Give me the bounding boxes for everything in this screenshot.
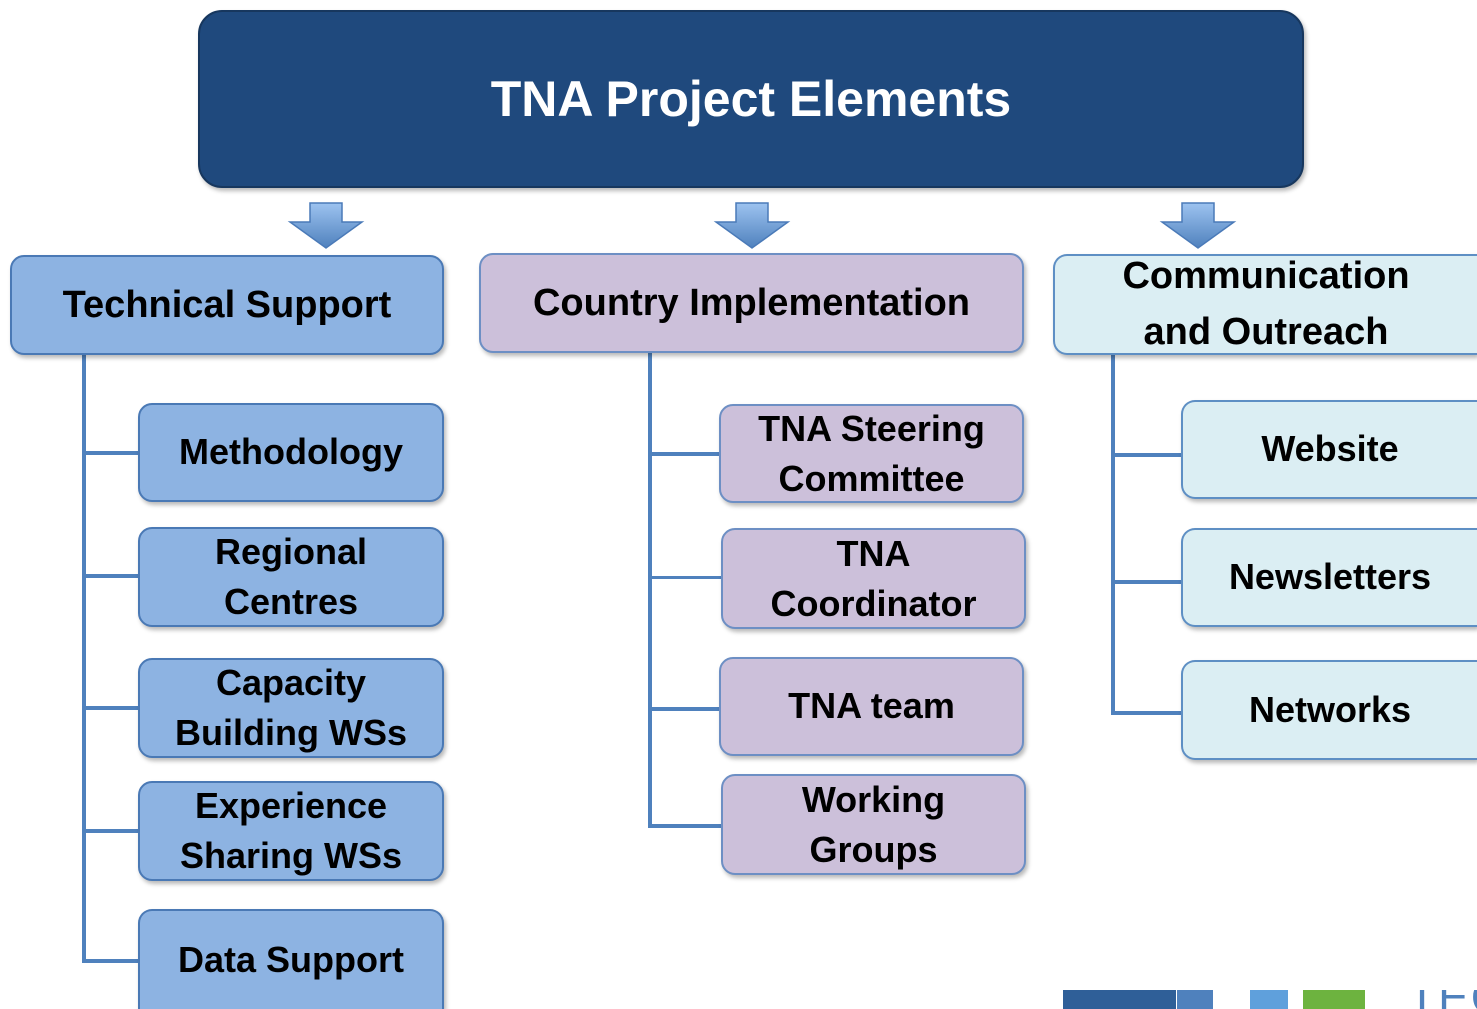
communication-outreach-label-line2: and Outreach bbox=[1143, 310, 1389, 353]
technical-branch-2 bbox=[82, 574, 140, 578]
tna-coordinator-line1: TNA bbox=[836, 532, 911, 574]
communication-outreach-label-line1: Communication bbox=[1122, 255, 1410, 298]
experience-sharing-line2: Sharing WSs bbox=[179, 835, 403, 876]
diagram-title-text: TNA Project Elements bbox=[490, 71, 1012, 127]
regional-centres-line1: Regional bbox=[214, 531, 367, 573]
capacity-building-box: Capacity Building WSs bbox=[138, 658, 444, 758]
logo-text: TEC bbox=[1408, 990, 1477, 1009]
working-groups-line1: Working bbox=[801, 778, 946, 820]
networks-label: Networks bbox=[1248, 688, 1412, 730]
working-groups-box: Working Groups bbox=[721, 774, 1026, 875]
experience-sharing-box: Experience Sharing WSs bbox=[138, 781, 444, 881]
working-groups-line2: Groups bbox=[809, 828, 938, 870]
technical-branch-4 bbox=[82, 829, 140, 833]
experience-sharing-line1: Experience bbox=[194, 785, 388, 827]
country-branch-2 bbox=[652, 576, 722, 579]
newsletters-box: Newsletters bbox=[1181, 528, 1477, 627]
methodology-label: Methodology bbox=[179, 431, 403, 473]
communication-outreach-header: Communication and Outreach bbox=[1053, 254, 1477, 355]
country-branch-3 bbox=[648, 707, 720, 711]
capacity-building-line2: Building WSs bbox=[175, 712, 407, 753]
technical-branch-1 bbox=[82, 451, 140, 455]
website-box: Website bbox=[1181, 400, 1477, 499]
data-support-box: Data Support bbox=[138, 909, 444, 1009]
tna-team-box: TNA team bbox=[719, 657, 1024, 756]
logo-bar-dark-blue bbox=[1063, 990, 1176, 1009]
networks-box: Networks bbox=[1181, 660, 1477, 760]
tna-steering-committee-line2: Committee bbox=[778, 457, 965, 499]
country-implementation-label: Country Implementation bbox=[532, 281, 971, 324]
diagram-title: TNA Project Elements bbox=[198, 10, 1304, 188]
newsletters-label: Newsletters bbox=[1228, 556, 1432, 598]
tna-steering-committee-line1: TNA Steering bbox=[758, 407, 985, 449]
communication-branch-1 bbox=[1111, 453, 1182, 457]
communication-branch-3 bbox=[1111, 711, 1182, 715]
technical-support-header: Technical Support bbox=[10, 255, 444, 355]
down-arrow-country bbox=[713, 202, 791, 249]
logo-bar-blue bbox=[1177, 990, 1213, 1009]
methodology-box: Methodology bbox=[138, 403, 444, 502]
website-label: Website bbox=[1261, 428, 1399, 470]
country-implementation-header: Country Implementation bbox=[479, 253, 1024, 353]
country-tree-trunk bbox=[648, 352, 652, 828]
technical-tree-trunk bbox=[82, 355, 86, 963]
regional-centres-box: Regional Centres bbox=[138, 527, 444, 627]
data-support-label: Data Support bbox=[177, 938, 404, 980]
logo-bar-green bbox=[1303, 990, 1365, 1009]
regional-centres-line2: Centres bbox=[223, 581, 359, 622]
tec-logo: TEC bbox=[1063, 990, 1477, 1009]
down-arrow-communication bbox=[1159, 202, 1237, 249]
tna-coordinator-line2: Coordinator bbox=[770, 582, 977, 624]
tna-team-label: TNA team bbox=[788, 685, 955, 727]
capacity-building-line1: Capacity bbox=[215, 662, 367, 704]
technical-support-label: Technical Support bbox=[62, 283, 392, 326]
down-arrow-technical bbox=[287, 202, 365, 249]
country-branch-1 bbox=[648, 452, 720, 456]
communication-tree-trunk bbox=[1111, 355, 1115, 715]
technical-branch-5 bbox=[82, 959, 140, 963]
tna-steering-committee-box: TNA Steering Committee bbox=[719, 404, 1024, 503]
logo-bar-light-blue bbox=[1250, 990, 1288, 1009]
country-branch-4 bbox=[648, 824, 722, 828]
tna-coordinator-box: TNA Coordinator bbox=[721, 528, 1026, 629]
technical-branch-3 bbox=[82, 706, 140, 710]
communication-branch-2 bbox=[1111, 580, 1182, 584]
